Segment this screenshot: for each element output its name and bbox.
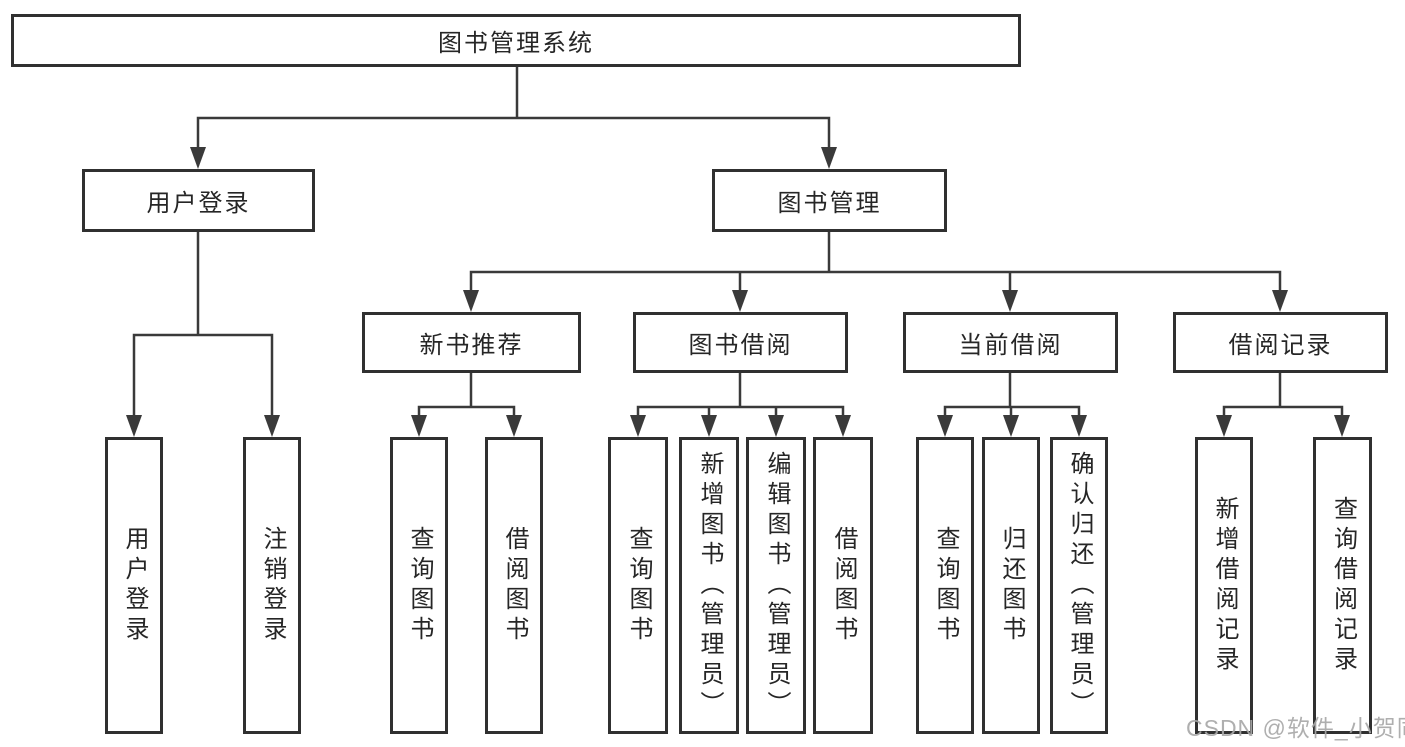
leaf-return-books: 归还图书	[982, 437, 1040, 734]
leaf-borrow-books: 借阅图书	[485, 437, 543, 734]
csdn-watermark: CSDN @软件_小贺同学	[1186, 715, 1405, 741]
node-label: 用户登录	[121, 525, 148, 646]
node-root-library-system: 图书管理系统	[11, 14, 1021, 67]
node-label: 新书推荐	[419, 332, 524, 359]
node-label: 借阅图书	[830, 525, 857, 646]
leaf-query-books: 查询图书	[916, 437, 974, 734]
leaf-confirm-return-admin: 确认归还（管理员）	[1050, 437, 1108, 734]
leaf-query-books: 查询图书	[608, 437, 668, 734]
leaf-user-login: 用户登录	[105, 437, 163, 734]
node-label: 图书管理系统	[438, 30, 594, 57]
node-new-book-recommend: 新书推荐	[362, 312, 581, 373]
node-label: 新增图书（管理员）	[696, 450, 723, 721]
leaf-add-books-admin: 新增图书（管理员）	[679, 437, 739, 734]
node-label: 确认归还（管理员）	[1066, 450, 1093, 721]
node-current-borrow: 当前借阅	[903, 312, 1118, 373]
node-label: 新增借阅记录	[1211, 495, 1238, 676]
leaf-edit-books-admin: 编辑图书（管理员）	[746, 437, 806, 734]
node-label: 当前借阅	[958, 332, 1063, 359]
leaf-add-borrow-record: 新增借阅记录	[1195, 437, 1253, 734]
node-label: 图书借阅	[688, 332, 793, 359]
leaf-query-books: 查询图书	[390, 437, 448, 734]
node-borrow-records: 借阅记录	[1173, 312, 1388, 373]
leaf-query-borrow-record: 查询借阅记录	[1313, 437, 1372, 734]
node-label: 借阅图书	[501, 525, 528, 646]
leaf-borrow-books: 借阅图书	[813, 437, 873, 734]
node-label: 查询借阅记录	[1329, 495, 1357, 676]
node-label: 用户登录	[146, 190, 251, 217]
node-label: 查询图书	[932, 525, 959, 646]
node-label: 借阅记录	[1228, 332, 1333, 359]
node-label: 注销登录	[259, 525, 286, 646]
node-label: 编辑图书（管理员）	[763, 450, 790, 721]
node-book-management: 图书管理	[712, 169, 947, 232]
node-label: 图书管理	[777, 190, 882, 217]
leaf-logout: 注销登录	[243, 437, 301, 734]
node-user-login: 用户登录	[82, 169, 315, 232]
node-label: 查询图书	[406, 525, 433, 646]
node-label: 查询图书	[625, 525, 652, 646]
node-book-borrow: 图书借阅	[633, 312, 848, 373]
node-label: 归还图书	[998, 525, 1025, 646]
